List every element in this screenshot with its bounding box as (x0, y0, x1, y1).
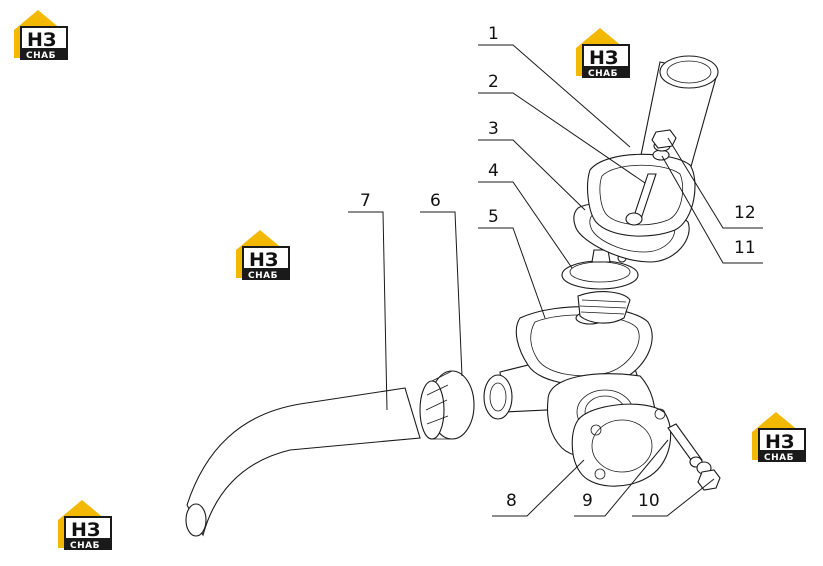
logo-subtext: СНАБ (70, 541, 100, 551)
part-7-hose (185, 387, 421, 537)
part-1-outlet-housing (587, 55, 719, 237)
logo-subtext: СНАБ (248, 271, 278, 281)
callout-7: 7 (360, 191, 371, 211)
logo-top-center: НЗ СНАБ (576, 28, 630, 79)
logo-subtext: СНАБ (588, 69, 618, 79)
callout-4: 4 (488, 161, 499, 181)
part-2-stud (625, 173, 657, 226)
callout-10: 10 (638, 491, 660, 511)
logo-text: НЗ (27, 29, 56, 51)
callout-5: 5 (488, 207, 499, 227)
logo-bottom-left: НЗ СНАБ (58, 500, 112, 551)
callout-11: 11 (734, 238, 756, 258)
logo-middle-left: НЗ СНАБ (236, 230, 290, 281)
callout-1: 1 (488, 24, 499, 44)
callout-8: 8 (506, 491, 517, 511)
logo-top-left: НЗ СНАБ (14, 10, 68, 61)
logo-subtext: СНАБ (764, 453, 794, 463)
part-11-washer-12-nut (651, 129, 677, 161)
part-6-clamp (419, 370, 475, 440)
part-5-thermostat-valve (577, 291, 631, 324)
logo-middle-right: НЗ СНАБ (752, 412, 806, 463)
part-4-thermostat (561, 249, 639, 290)
logo-text: НЗ (589, 47, 618, 69)
logo-subtext: СНАБ (26, 51, 56, 61)
callout-2: 2 (488, 72, 499, 92)
callout-9: 9 (582, 491, 593, 511)
callout-3: 3 (488, 119, 499, 139)
callout-6: 6 (430, 191, 441, 211)
callout-12: 12 (734, 203, 756, 223)
part-10-stud-nut (667, 423, 721, 491)
logo-text: НЗ (249, 249, 278, 271)
logo-text: НЗ (71, 519, 100, 541)
callout-numbers: 1 2 3 4 5 6 7 8 9 10 11 12 (360, 24, 756, 511)
callout-leaders (348, 44, 763, 517)
part-9-gasket (571, 403, 672, 487)
logo-text: НЗ (765, 431, 794, 453)
